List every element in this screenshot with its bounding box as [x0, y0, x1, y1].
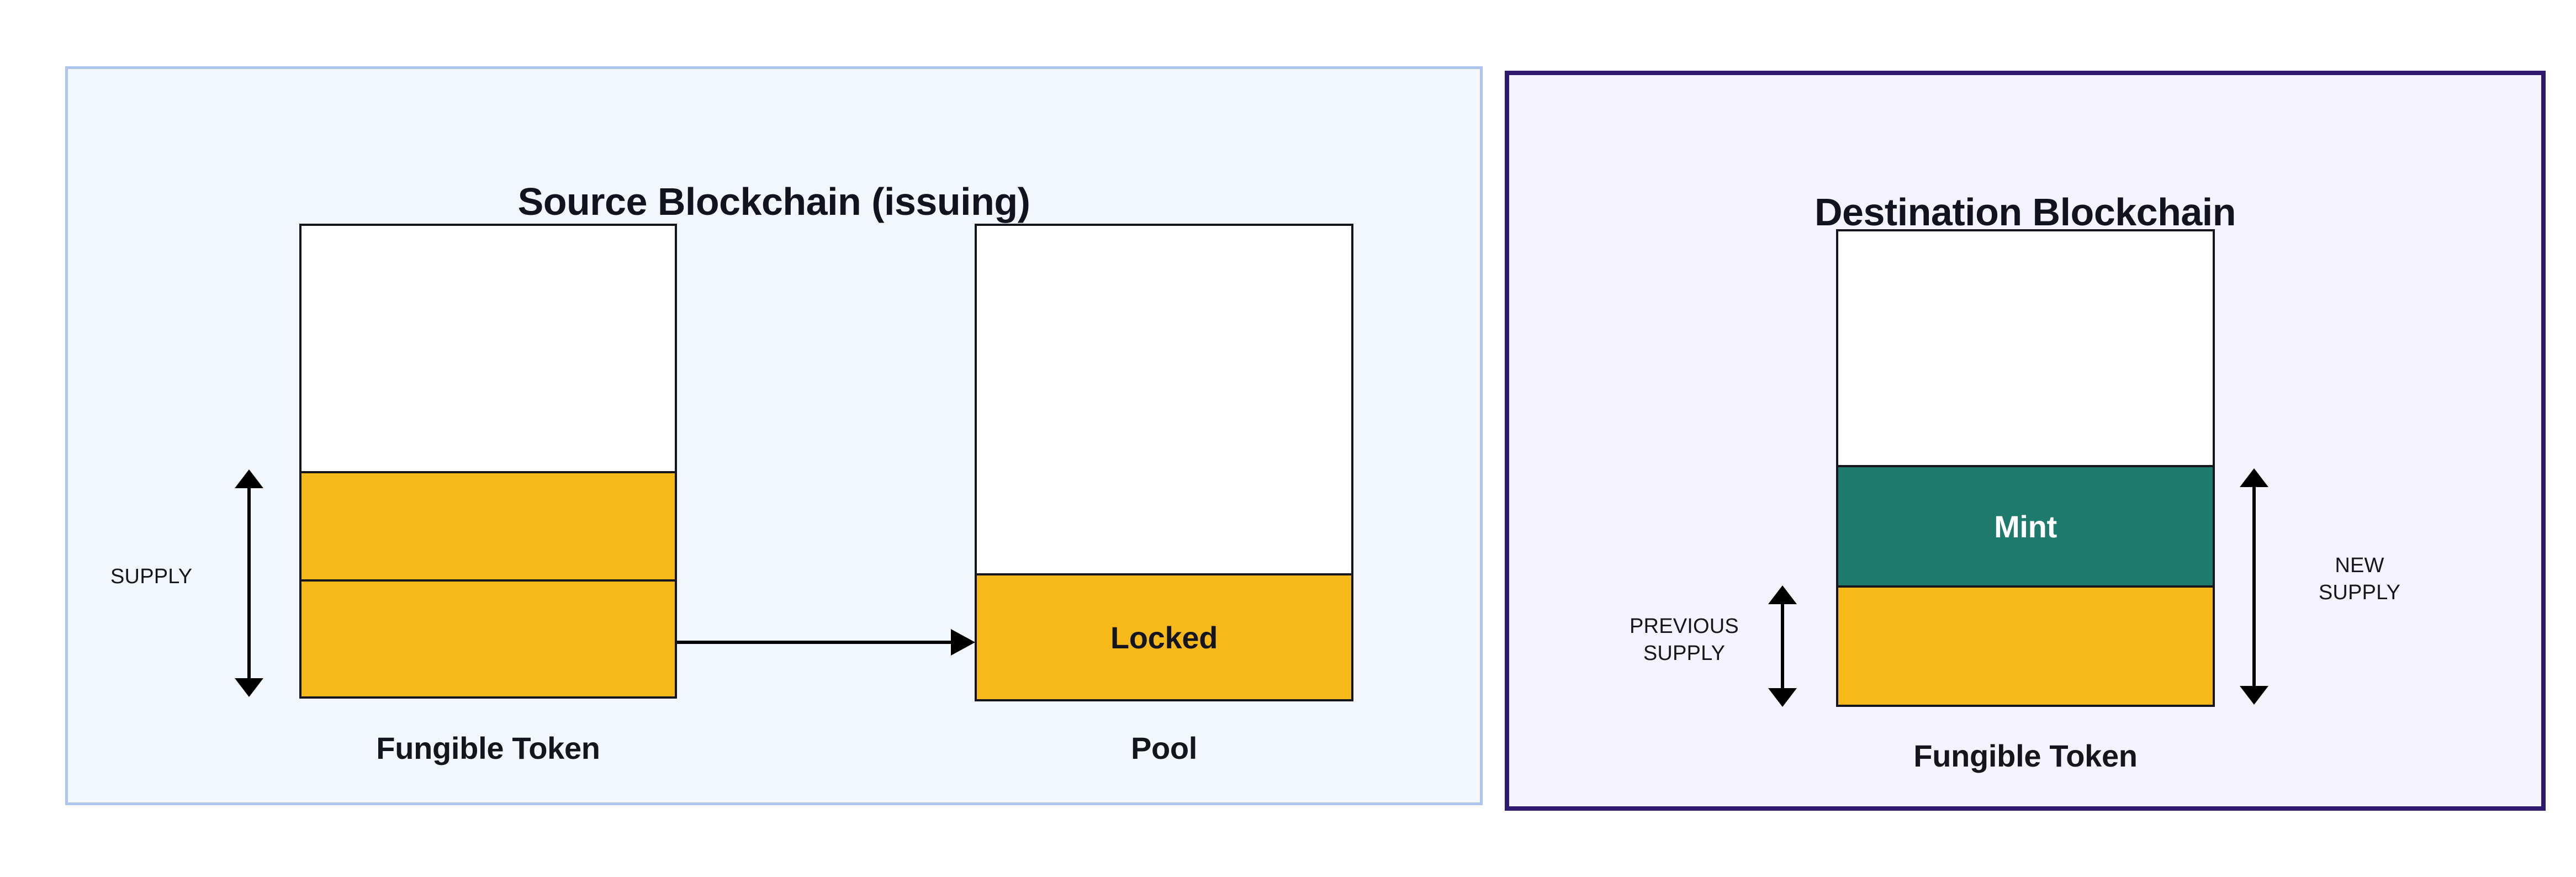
previous-supply-measure-label: PREVIOUS SUPPLY — [1601, 613, 1767, 667]
source-token-supply-lower-segment — [301, 579, 675, 696]
transfer-arrow-head — [951, 629, 975, 656]
new-supply-label-line-1: NEW — [2335, 554, 2384, 577]
new-supply-measure-arrow — [2240, 468, 2268, 705]
supply-measure-label: SUPPLY — [110, 565, 193, 588]
source-panel-title: Source Blockchain (issuing) — [517, 180, 1030, 223]
supply-arrow-head-down — [235, 678, 263, 697]
previous-supply-label-line-2: SUPPLY — [1643, 641, 1726, 665]
supply-measure-arrow — [235, 469, 263, 697]
pool-caption: Pool — [1130, 731, 1198, 765]
previous-supply-arrow-shaft — [1781, 600, 1784, 693]
destination-token-unfilled-segment — [1838, 231, 2213, 465]
new-supply-arrow-shaft — [2252, 483, 2256, 690]
pool-locked-segment: Locked — [977, 573, 1351, 699]
supply-arrow-shaft — [247, 484, 251, 683]
previous-supply-measure-arrow — [1768, 585, 1797, 707]
pool-bar: Locked — [975, 224, 1353, 701]
source-token-supply-upper-segment — [301, 471, 675, 579]
source-fungible-token-bar — [299, 224, 677, 699]
destination-panel-title: Destination Blockchain — [1814, 191, 2236, 234]
destination-token-previous-supply-segment — [1838, 585, 2213, 705]
new-supply-measure-label: NEW SUPPLY — [2291, 552, 2429, 606]
transfer-arrow — [677, 629, 975, 656]
source-fungible-token-caption: Fungible Token — [376, 731, 600, 765]
previous-supply-label-line-1: PREVIOUS — [1630, 615, 1739, 638]
destination-fungible-token-caption: Fungible Token — [1913, 738, 2138, 773]
pool-unfilled-segment — [977, 226, 1351, 573]
previous-supply-arrow-head-down — [1768, 688, 1797, 707]
transfer-arrow-shaft — [677, 641, 952, 644]
new-supply-arrow-head-down — [2240, 686, 2268, 705]
new-supply-label-line-2: SUPPLY — [2318, 580, 2401, 604]
destination-token-mint-segment: Mint — [1838, 465, 2213, 585]
source-token-unfilled-segment — [301, 226, 675, 471]
destination-fungible-token-bar: Mint — [1836, 229, 2215, 707]
